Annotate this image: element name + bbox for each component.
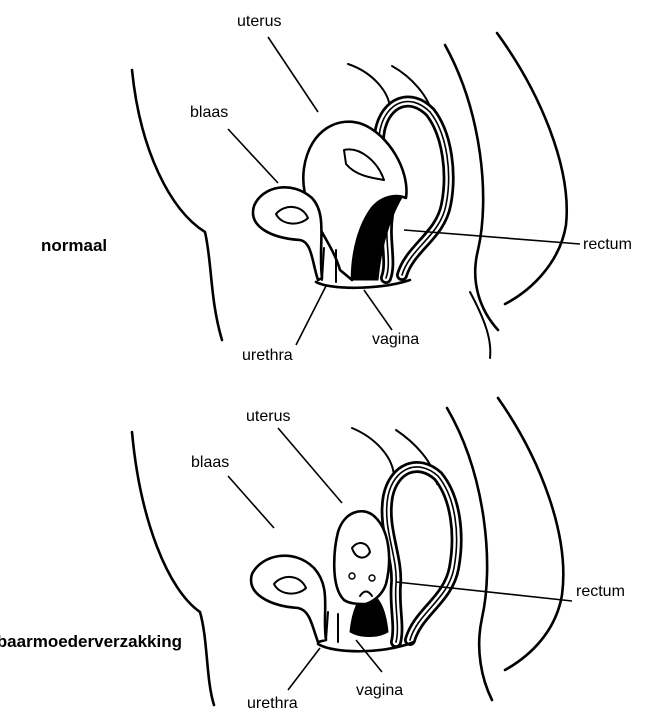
bladder-2: [251, 556, 326, 642]
pelvic-floor: [316, 280, 410, 288]
label-urethra: urethra: [242, 347, 293, 364]
leader-urethra: [296, 286, 326, 345]
panel-title-prolapse: baarmoederverzakking: [0, 632, 182, 651]
label-urethra-2: urethra: [247, 695, 298, 712]
label-uterus: uterus: [237, 13, 281, 30]
label-uterus-2: uterus: [246, 408, 290, 425]
leader-bladder: [228, 129, 278, 183]
bladder: [253, 187, 322, 280]
panel-title-normal: normaal: [41, 236, 107, 255]
leader-vagina-2: [356, 640, 382, 672]
label-bladder-2: blaas: [191, 454, 229, 471]
back-outline-right: [497, 33, 567, 304]
sacrum-line-1-2: [352, 428, 394, 478]
belly-outline-2: [132, 432, 214, 705]
rectum-2: [387, 467, 457, 642]
panel-prolapse: uterus blaas rectum vagina urethra baarm…: [0, 398, 625, 712]
leader-uterus-2: [278, 428, 342, 503]
leader-bladder-2: [228, 476, 274, 528]
leader-urethra-2: [288, 648, 320, 690]
uterus-2: [334, 511, 389, 604]
panel-normal: uterus blaas rectum vagina urethra norma…: [41, 13, 632, 364]
leader-vagina: [364, 290, 392, 330]
label-rectum-2: rectum: [576, 583, 625, 600]
urethra-2: [326, 612, 338, 642]
label-rectum: rectum: [583, 236, 632, 253]
label-bladder: blaas: [190, 104, 228, 121]
label-vagina-2: vagina: [356, 682, 403, 699]
leader-uterus: [268, 37, 318, 112]
back-outline-right-2: [498, 398, 563, 670]
sacrum-line-1: [348, 64, 390, 110]
label-vagina: vagina: [372, 331, 419, 348]
leader-rectum-2: [396, 582, 572, 601]
